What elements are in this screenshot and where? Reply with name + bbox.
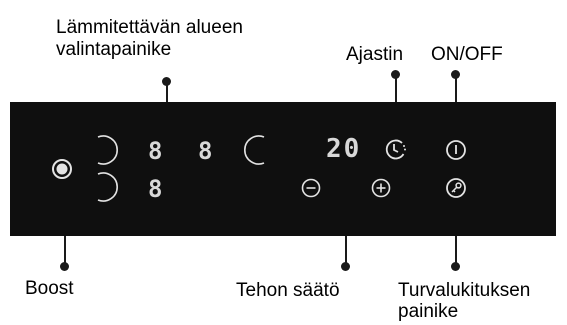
power-icon[interactable] [444, 138, 468, 162]
zone-arc-icon[interactable] [94, 170, 130, 204]
zone-power-display: 8 [148, 137, 163, 165]
safety-lock-label-line1: Turvalukituksen [398, 280, 531, 301]
minus-icon[interactable] [300, 177, 322, 199]
timer-label: Ajastin [346, 44, 404, 65]
zone-power-display: 8 [198, 137, 213, 165]
on-off-callout-line [454, 74, 457, 102]
heating-zone-selector-label: Lämmitettävän alueen valintapainike [56, 17, 243, 61]
heating-zone-selector-label-line1: Lämmitettävän alueen [56, 17, 243, 38]
safety-lock-callout-line [454, 236, 457, 264]
plus-icon[interactable] [370, 177, 392, 199]
safety-lock-label: Turvalukituksen painike [398, 280, 530, 322]
key-lock-icon[interactable] [444, 176, 468, 200]
on-off-label: ON/OFF [431, 44, 503, 65]
heating-zone-callout-line [165, 81, 168, 102]
power-adjust-callout-line [344, 236, 347, 264]
power-adjust-label: Tehon säätö [236, 280, 340, 301]
power-adjust-callout-dot [341, 262, 350, 271]
safety-lock-label-line2: painike [398, 301, 459, 322]
timer-display: 20 [326, 134, 362, 164]
zone-power-display: 8 [148, 175, 163, 203]
boost-callout-line [63, 236, 66, 264]
safety-lock-callout-dot [451, 262, 460, 271]
heating-zone-selector-label-line2: valintapainike [56, 39, 172, 60]
zone-arc-icon[interactable] [94, 133, 130, 167]
timer-clock-icon[interactable] [382, 137, 408, 163]
boost-icon[interactable] [51, 158, 73, 180]
boost-label: Boost [25, 278, 74, 299]
zone-arc-icon[interactable] [232, 133, 268, 167]
timer-callout-line [394, 74, 397, 102]
boost-callout-dot [60, 262, 69, 271]
cooktop-control-panel: 8 8 8 20 [10, 102, 556, 236]
